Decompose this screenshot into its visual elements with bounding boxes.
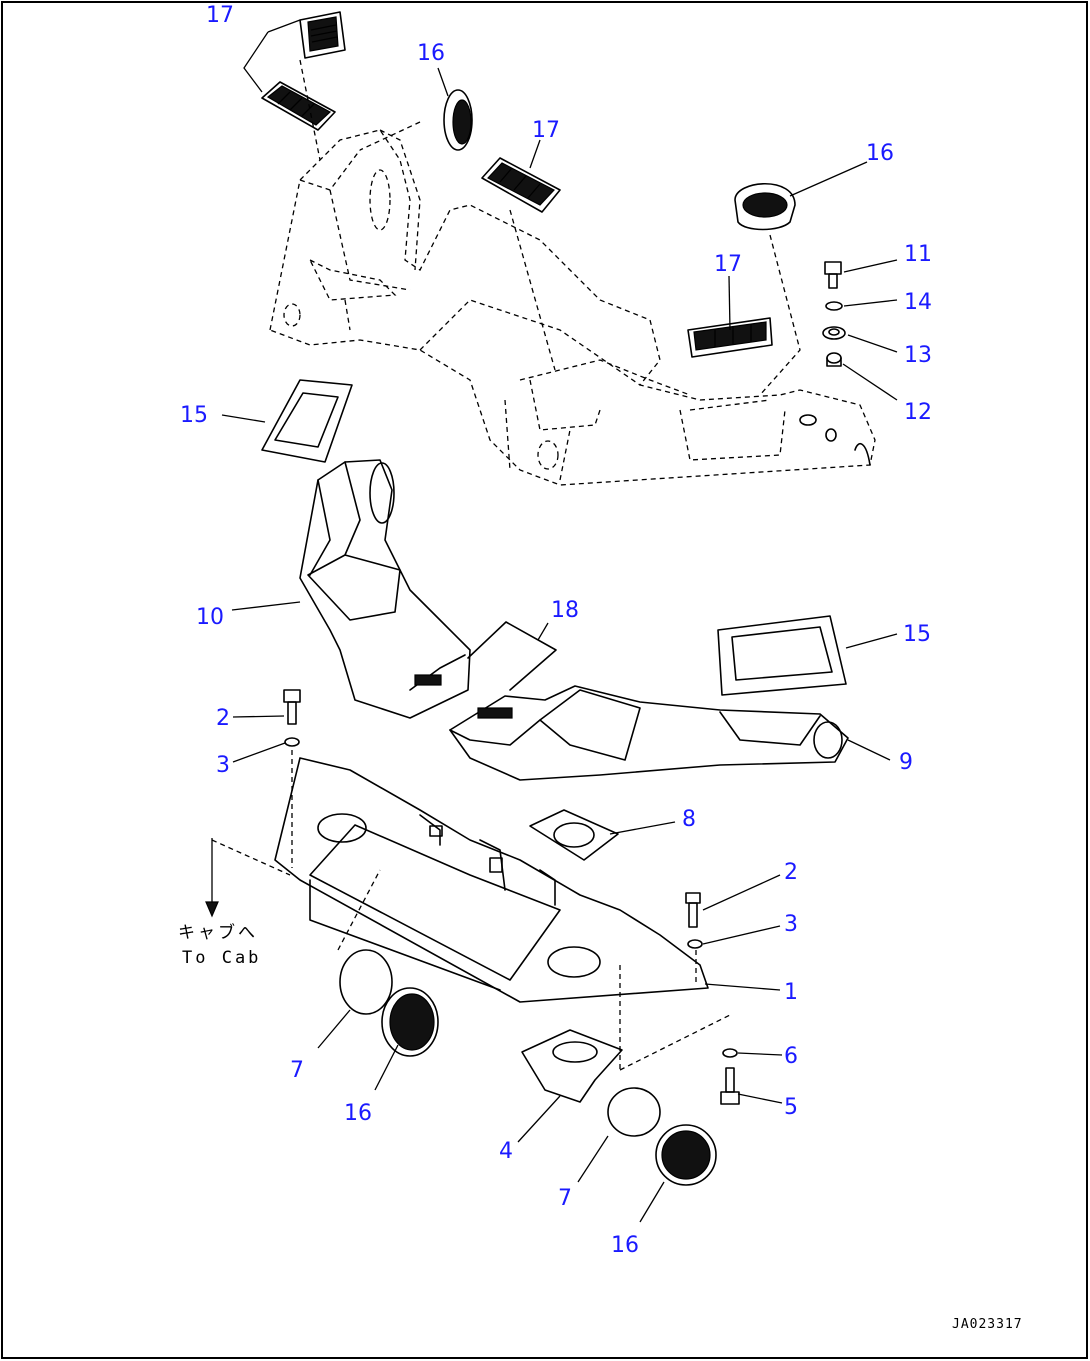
callout-7: 7 [290,1058,304,1083]
air-duct-10 [299,459,471,719]
callout-16: 16 [611,1233,639,1258]
callout-16: 16 [866,141,894,166]
bolt-11 [824,261,842,289]
callout-3: 3 [784,912,798,937]
callout-9: 9 [899,750,913,775]
callout-15: 15 [180,403,208,428]
round-vent-lower-right [655,1124,717,1186]
filter-frame-upper [261,379,353,463]
callout-17: 17 [532,118,560,143]
bolt-5 [720,1067,740,1105]
note-japanese: キャブへ [178,922,258,943]
callout-numbers: 17 16 17 16 11 14 17 13 12 15 10 18 15 2… [180,3,932,1258]
callout-10: 10 [196,605,224,630]
leader-lines [205,19,898,1223]
vent-louver-center [481,157,561,213]
bolt-2-left [283,689,301,725]
dashboard-cover [269,129,876,486]
callout-3: 3 [216,753,230,778]
washer-3-left [284,737,300,747]
vent-holder-4 [521,1029,623,1103]
callout-11: 11 [904,242,932,267]
callout-13: 13 [904,343,932,368]
callout-2: 2 [216,706,230,731]
vent-louver-right [687,317,773,358]
gasket-8 [529,809,619,861]
washer-14 [825,301,843,311]
callout-6: 6 [784,1044,798,1069]
callout-15: 15 [903,622,931,647]
callout-17: 17 [714,252,742,277]
washer-13 [822,326,846,340]
filter-frame-lower [717,615,847,696]
callout-12: 12 [904,400,932,425]
round-vent-lower-left [381,987,439,1057]
callout-18: 18 [551,598,579,623]
callout-8: 8 [682,807,696,832]
drawing-code: JA023317 [952,1317,1023,1332]
grommet-12 [826,352,842,367]
callout-4: 4 [499,1139,513,1164]
callout-7: 7 [558,1186,572,1211]
ring-7-right [607,1087,661,1137]
callout-16: 16 [417,41,445,66]
sheet-18 [467,621,557,691]
air-duct-9 [449,685,849,781]
note-to-cab: To Cab [182,948,261,968]
ring-7-left [339,949,393,1015]
callout-5: 5 [784,1095,798,1120]
round-vent-upper-left [443,89,473,151]
washer-3-right [687,939,703,949]
callout-14: 14 [904,290,932,315]
vent-louver-top [299,11,346,59]
callout-1: 1 [784,980,798,1005]
nut-6 [722,1048,738,1058]
callout-16: 16 [344,1101,372,1126]
bolt-2-right [685,892,701,928]
vent-louver-left [261,81,336,131]
callout-2: 2 [784,860,798,885]
callout-17: 17 [206,3,234,28]
base-plate-1 [274,757,709,1003]
round-vent-upper-right [734,183,796,231]
